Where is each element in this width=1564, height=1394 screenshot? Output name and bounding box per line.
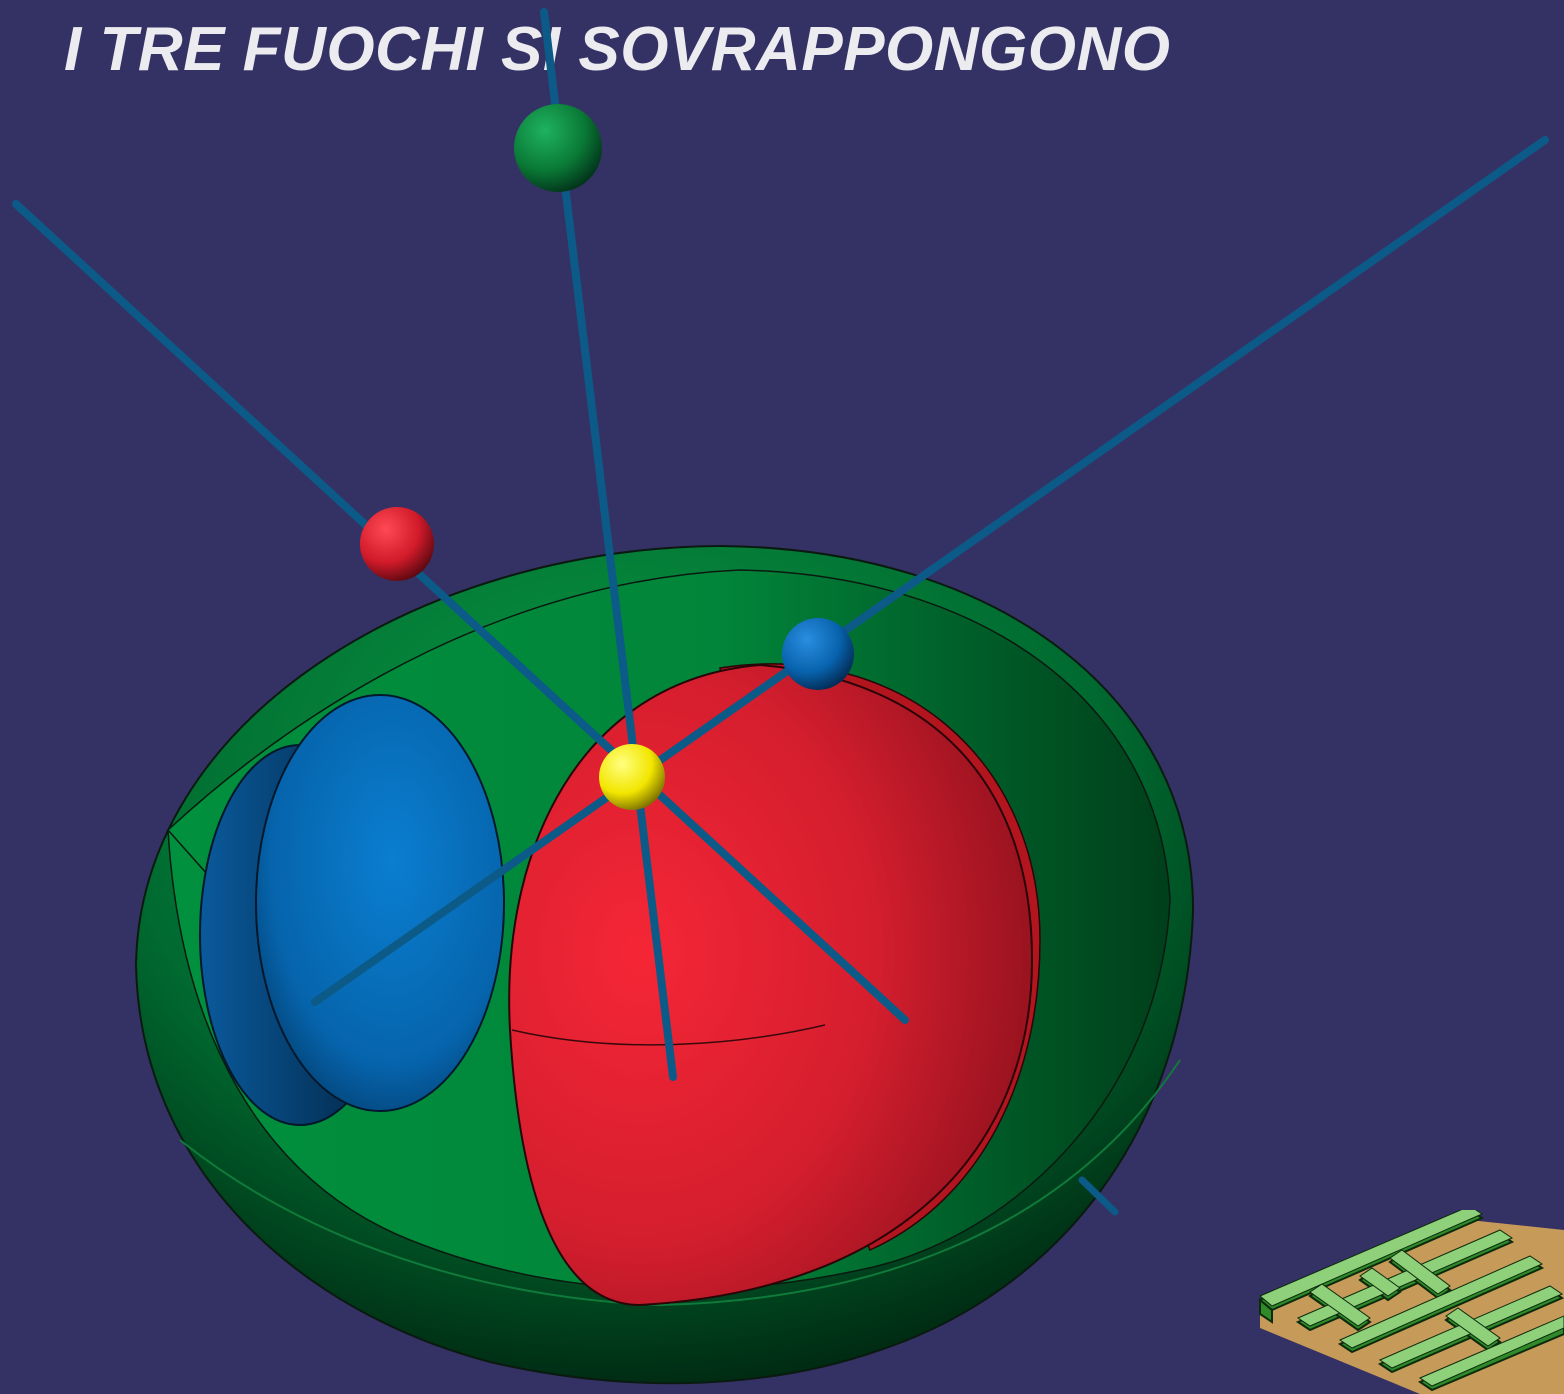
blue-axis-rod-tail — [1078, 1176, 1119, 1216]
slide-title: I TRE FUOCHI SI SOVRAPPONGONO — [64, 15, 1171, 84]
red-focal-axis-rod — [12, 200, 909, 1024]
green-focus-sphere — [514, 104, 602, 192]
focus-spheres — [360, 104, 854, 810]
blue-focal-axis-rod — [311, 136, 1549, 1006]
maze-icon — [1258, 1210, 1564, 1394]
blue-focus-sphere — [782, 618, 854, 690]
yellow-common-focus-sphere — [599, 744, 665, 810]
blue-ellipsoid — [199, 694, 505, 1126]
red-focus-sphere — [360, 507, 434, 581]
